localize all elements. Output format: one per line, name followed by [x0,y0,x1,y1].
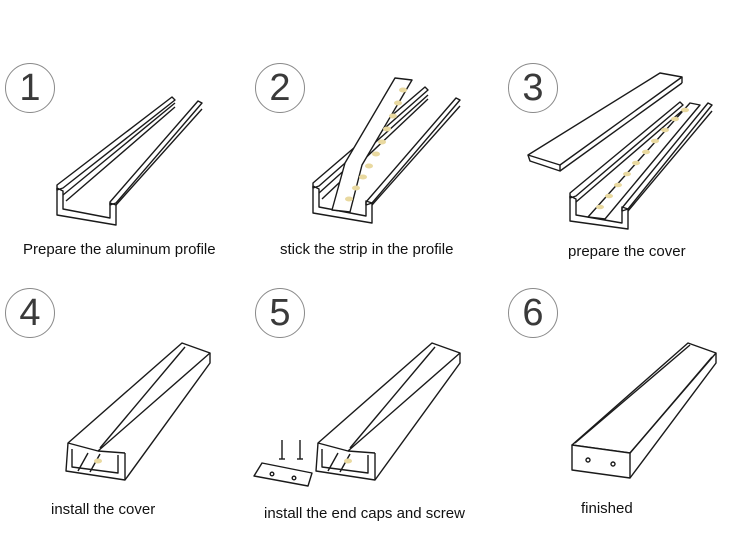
end-cap-icon [253,462,313,487]
screw-icon [279,440,285,460]
led-chips [345,87,407,202]
step-4: 4 install the cover [0,283,250,523]
u-channel-profile-icon [56,96,203,226]
step-caption: install the end caps and screw [264,505,465,522]
led-chips [596,107,689,210]
step-caption: stick the strip in the profile [280,241,454,258]
step-number-badge: 6 [508,288,558,338]
led-strip-into-profile-icon [312,77,461,224]
cover-above-profile-icon [527,72,713,230]
step-number-badge: 5 [255,288,305,338]
step-number-badge: 3 [508,63,558,113]
screw-icon [297,440,303,460]
step-number-badge: 4 [5,288,55,338]
end-cap-and-screws-icon [253,342,461,487]
step-caption: install the cover [51,501,156,518]
step-5: 5 install the end caps and screw [250,283,500,523]
step-caption: finished [581,500,633,517]
step-1: 1 Prepare the aluminum profile [0,55,250,295]
step-number-badge: 2 [255,63,305,113]
step-6: 6 finished [500,283,750,523]
step-caption: prepare the cover [568,243,686,260]
step-number-badge: 1 [5,63,55,113]
covered-profile-icon [65,342,211,481]
finished-profile-icon [571,342,717,479]
step-2: 2 stick the strip in the profile [250,55,500,295]
step-caption: Prepare the aluminum profile [23,241,216,258]
step-3: 3 prepare the cover [500,55,750,295]
